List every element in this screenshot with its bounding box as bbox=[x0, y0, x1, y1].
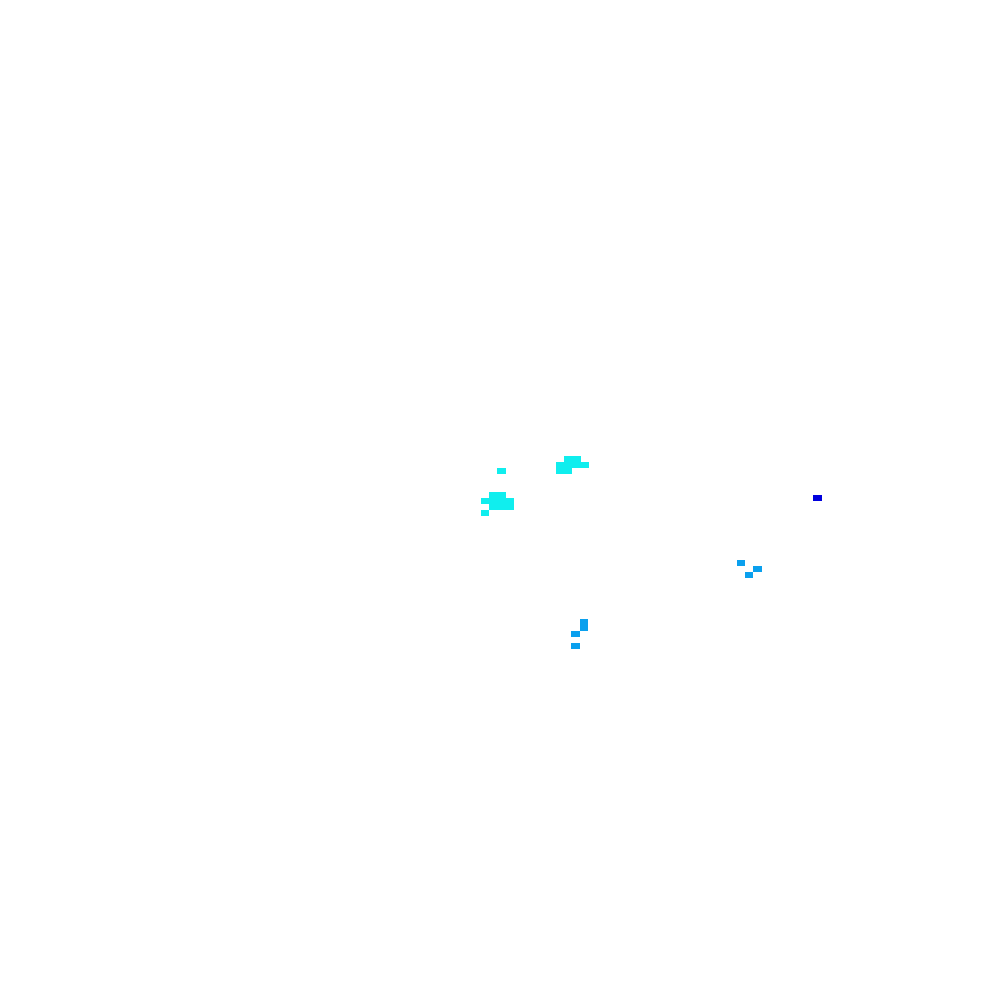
cyan-block bbox=[481, 510, 489, 516]
sky-block bbox=[580, 619, 588, 631]
cyan-block bbox=[481, 498, 489, 504]
blue-block bbox=[813, 495, 822, 501]
cyan-block bbox=[572, 462, 589, 468]
cyan-block bbox=[556, 462, 572, 474]
cyan-block bbox=[489, 492, 506, 498]
sky-block bbox=[737, 560, 745, 566]
cyan-block bbox=[497, 468, 506, 474]
sky-block bbox=[571, 643, 580, 649]
sky-block bbox=[745, 572, 753, 578]
sky-block bbox=[571, 631, 580, 637]
cyan-block bbox=[489, 498, 514, 510]
sky-block bbox=[753, 566, 762, 572]
cyan-block bbox=[564, 456, 581, 464]
